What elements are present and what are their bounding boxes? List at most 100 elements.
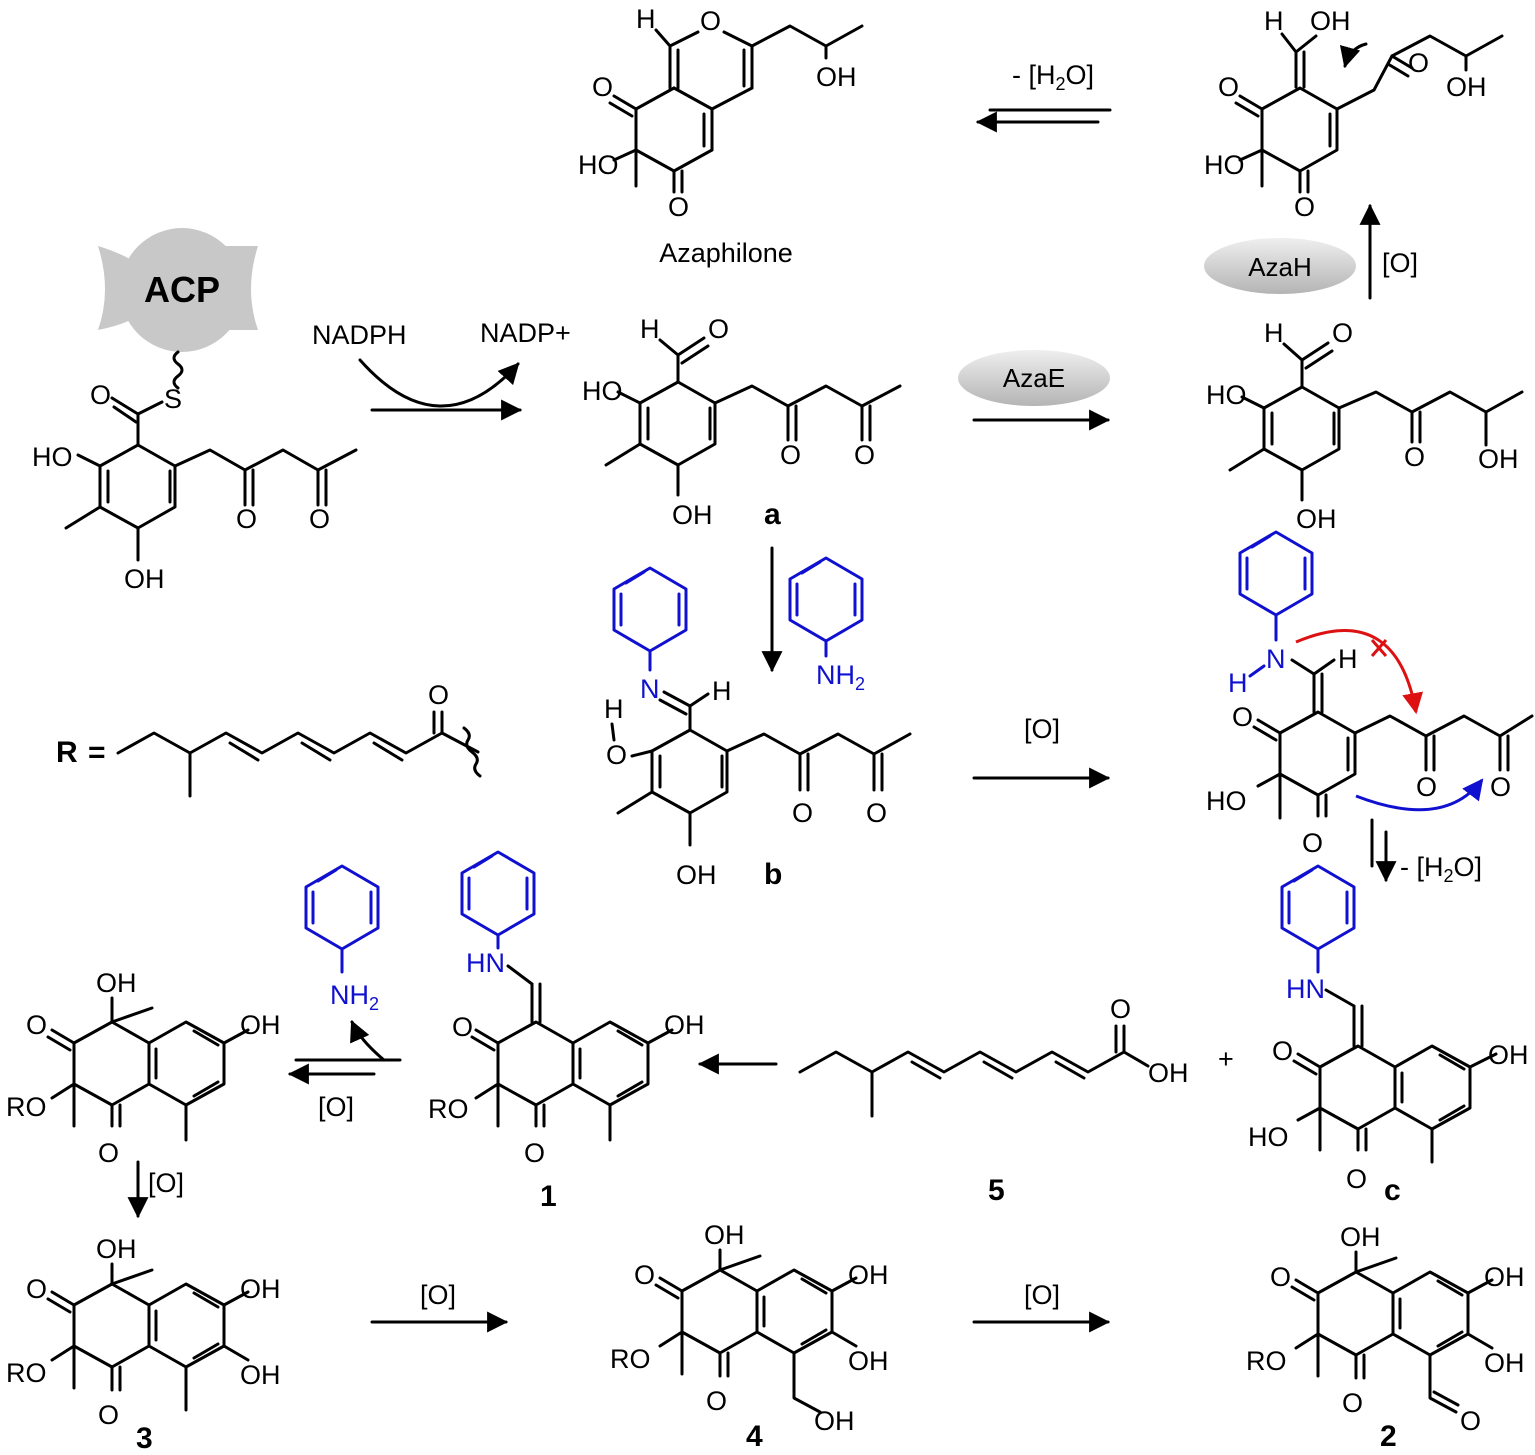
compound-4: OH OH OH OH O RO O 4 xyxy=(610,1220,889,1453)
atom-label: OH xyxy=(672,500,713,530)
atom-label: O xyxy=(90,380,111,410)
acp-precursor: ACP S O HO OH O O xyxy=(32,228,358,594)
atom-label: HO xyxy=(1206,380,1247,410)
atom-label: OH xyxy=(240,1274,281,1304)
atom-label: OH xyxy=(676,860,717,890)
compound-b: N H H O OH O O b xyxy=(604,566,912,891)
r-symbol: R xyxy=(56,736,78,769)
compound-3: OH OH OH O RO O 3 xyxy=(6,1234,281,1455)
nadph-step: NADPH NADP+ xyxy=(312,318,571,421)
atom-label: NH2 xyxy=(816,660,865,694)
atom-label: OH xyxy=(96,968,137,998)
atom-label: O xyxy=(1272,1036,1293,1066)
dehydration-label: - [H2O] xyxy=(1012,60,1094,94)
reduced-aldehyde: H O HO OH O OH xyxy=(1206,318,1524,534)
compound-c: HN OH O HO O c xyxy=(1248,864,1529,1207)
atom-label: HN xyxy=(1286,974,1325,1004)
atom-label: HO xyxy=(1204,150,1245,180)
atom-label: O xyxy=(309,504,330,534)
atom-label: O xyxy=(1232,702,1253,732)
atom-label: O xyxy=(452,1012,473,1042)
atom-label: O xyxy=(1416,772,1437,802)
atom-label: H xyxy=(604,694,624,724)
atom-label: HO xyxy=(582,376,623,406)
atom-label: H xyxy=(1228,668,1248,698)
atom-label: O xyxy=(1110,994,1131,1024)
atom-label: N xyxy=(1266,644,1286,674)
acp-circle xyxy=(120,228,244,352)
atom-label: O xyxy=(592,72,613,102)
oxidation-label: [O] xyxy=(1382,248,1418,278)
atom-label: HN xyxy=(466,948,505,978)
compound-label-2: 2 xyxy=(1380,1420,1397,1453)
compound-label-3: 3 xyxy=(136,1422,153,1455)
atom-label: RO xyxy=(428,1094,469,1124)
atom-label: O xyxy=(606,740,627,770)
imine-phenyl: N xyxy=(612,566,688,704)
atom-label: HO xyxy=(32,442,73,472)
blocked-mark xyxy=(1370,639,1388,657)
aniline-reagent: NH2 xyxy=(788,556,865,694)
hydroxy-intermediate: H OH O HO O O OH xyxy=(1204,6,1504,222)
atom-label: OH xyxy=(124,564,165,594)
atom-label: RO xyxy=(6,1092,47,1122)
plus-sign: + xyxy=(1218,1044,1234,1074)
aniline-addition-step: NH2 xyxy=(761,546,865,694)
left-intermediate: OH OH O RO O xyxy=(6,968,281,1168)
compound-label-4: 4 xyxy=(746,1420,763,1453)
atom-label: O xyxy=(854,440,875,470)
atom-label: O xyxy=(524,1138,545,1168)
atom-label: O xyxy=(26,1010,47,1040)
atom-label: H xyxy=(640,314,660,344)
atom-label: O xyxy=(866,798,887,828)
atom-label: OH xyxy=(1488,1040,1529,1070)
atom-label: OH xyxy=(1296,504,1337,534)
four-to-two-step: [O] xyxy=(972,1280,1111,1333)
three-to-four-step: [O] xyxy=(370,1280,509,1333)
r-equals: = xyxy=(88,736,106,769)
atom-label: O xyxy=(1342,1388,1363,1418)
atom-label: OH xyxy=(1310,6,1351,36)
atom-label: OH xyxy=(848,1260,889,1290)
compound-label-1: 1 xyxy=(540,1180,557,1213)
atom-label: O xyxy=(1218,72,1239,102)
atom-label: O xyxy=(668,192,689,222)
released-aniline: NH2 xyxy=(304,864,380,1014)
azah-enzyme xyxy=(1204,238,1356,294)
atom-label: O xyxy=(1332,318,1353,348)
azaphilone-name: Azaphilone xyxy=(659,238,793,268)
atom-label: OH xyxy=(704,1220,745,1250)
compound-a: H O HO OH O O a xyxy=(582,314,902,531)
b-oxidation-step: [O] xyxy=(972,714,1111,789)
atom-label: HO xyxy=(1248,1122,1289,1152)
oxidation-label: [O] xyxy=(148,1168,184,1198)
atom-label: O xyxy=(700,6,721,36)
atom-label: RO xyxy=(6,1358,47,1388)
atom-label: S xyxy=(164,384,182,414)
atom-label: H xyxy=(712,676,732,706)
atom-label: H xyxy=(636,4,656,34)
atom-label: N xyxy=(640,674,660,704)
atom-label: O xyxy=(634,1260,655,1290)
azaphilone: H O OH O HO O Azaphilone xyxy=(578,4,864,268)
atom-label: OH xyxy=(1340,1222,1381,1252)
atom-label: NH2 xyxy=(330,980,379,1014)
dehydration-step-right: - [H2O] xyxy=(1370,818,1482,886)
acp-label: ACP xyxy=(144,269,220,310)
atom-label: O xyxy=(1490,772,1511,802)
atom-label: OH xyxy=(848,1346,889,1376)
atom-label: OH xyxy=(240,1360,281,1390)
atom-label: O xyxy=(98,1138,119,1168)
atom-label: O xyxy=(708,314,729,344)
left-oxidation-step: [O] xyxy=(127,1160,184,1219)
compound-label-b: b xyxy=(764,858,782,891)
compound-5: O OH 5 xyxy=(798,994,1189,1207)
nadph-label: NADPH xyxy=(312,320,407,350)
azae-step: AzaE xyxy=(958,350,1111,431)
atom-label: O xyxy=(428,680,449,710)
compound-label-c: c xyxy=(1384,1174,1401,1207)
atom-label: O xyxy=(1302,828,1323,858)
atom-label: OH xyxy=(240,1010,281,1040)
compound-label-5: 5 xyxy=(988,1174,1005,1207)
atom-label: O xyxy=(1346,1164,1367,1194)
